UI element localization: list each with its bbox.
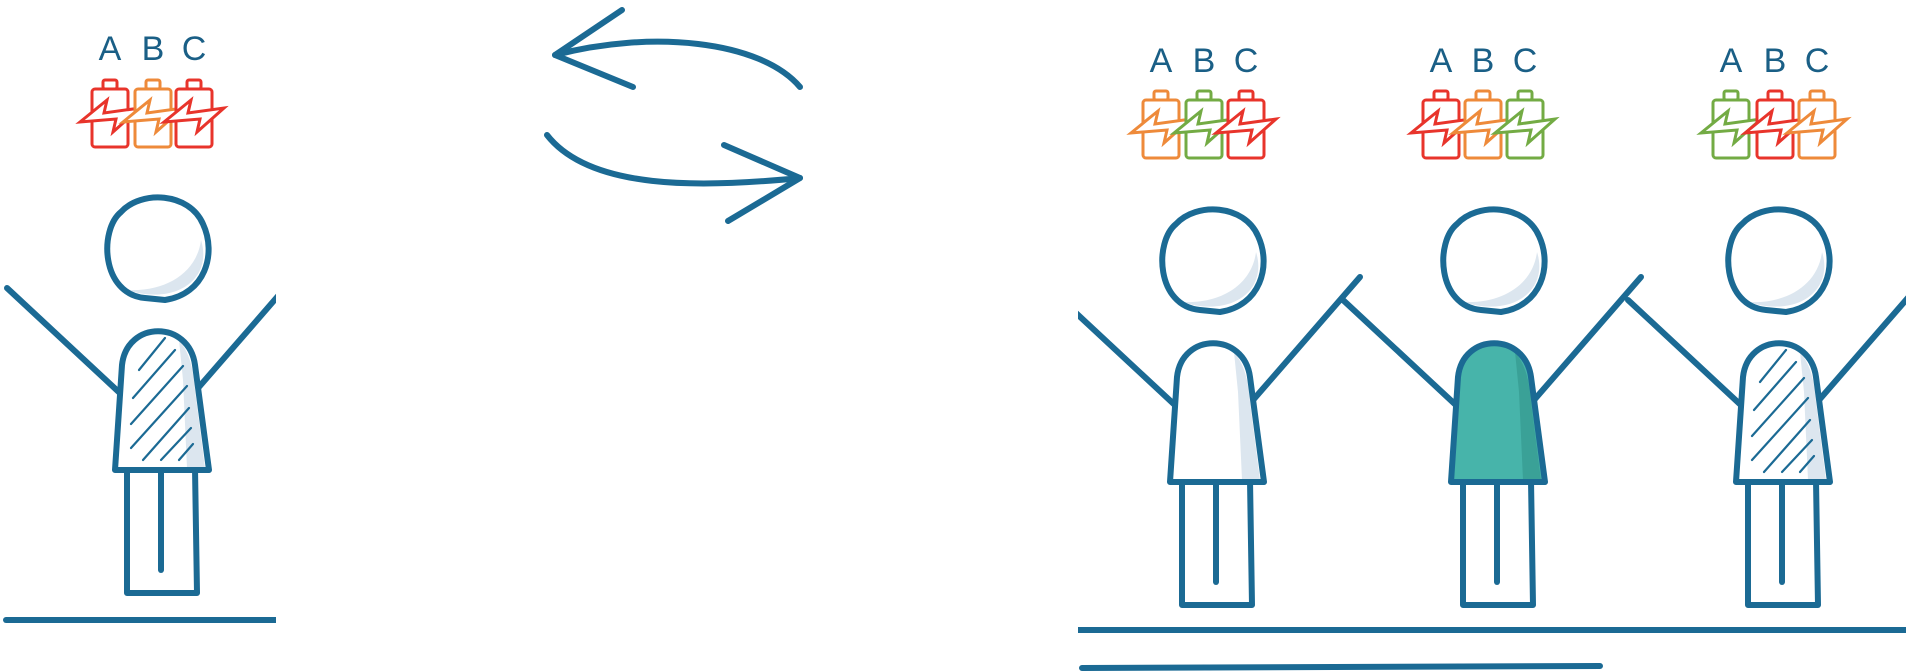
battery-icon (164, 80, 224, 147)
individual-battery-labels: A B C (99, 30, 207, 68)
battery-label: B (1472, 42, 1495, 80)
right-arm (1247, 277, 1360, 407)
battery-icon (80, 80, 140, 147)
right-arm (1528, 277, 1641, 407)
battery-label: C (1513, 42, 1538, 80)
head (1161, 208, 1264, 312)
battery-icon (1495, 91, 1555, 158)
left-arm (1343, 300, 1458, 407)
battery-label: B (142, 30, 165, 68)
person-figure (1062, 208, 1360, 605)
battery-label: C (1234, 42, 1259, 80)
person-figure (7, 196, 305, 593)
battery-icon (1216, 91, 1276, 158)
battery-label: C (182, 30, 207, 68)
arrow-left-curved-icon (555, 10, 800, 87)
head (1727, 208, 1830, 312)
person-figure (1628, 208, 1906, 605)
exchange-arrows (547, 10, 800, 221)
group-battery-labels: A B C A B C A B C (1150, 42, 1830, 80)
right-arm (1813, 277, 1906, 407)
head (1442, 208, 1545, 312)
battery-label: A (1720, 42, 1743, 80)
battery-icon (1787, 91, 1847, 158)
group-floor-line (1082, 666, 1600, 668)
group-people (1062, 208, 1906, 605)
person-figure (1343, 208, 1641, 605)
left-arm (1062, 300, 1177, 407)
group-batteries (1131, 91, 1847, 158)
right-arm (192, 265, 305, 395)
individual-batteries (80, 80, 224, 147)
head (106, 196, 209, 300)
group-scene: A B C A B C A B C (1062, 42, 1906, 668)
battery-label: A (1150, 42, 1173, 80)
left-arm (1628, 300, 1743, 407)
battery-label: A (1430, 42, 1453, 80)
battery-icon (1131, 91, 1191, 158)
battery-label: A (99, 30, 122, 68)
battery-label: B (1764, 42, 1787, 80)
individual-scene: A B C (6, 30, 305, 620)
battery-label: C (1805, 42, 1830, 80)
battery-icon (1701, 91, 1761, 158)
individual-person (7, 196, 305, 593)
left-arm (7, 288, 122, 395)
arrow-right-curved-icon (547, 135, 800, 221)
battery-label: B (1193, 42, 1216, 80)
